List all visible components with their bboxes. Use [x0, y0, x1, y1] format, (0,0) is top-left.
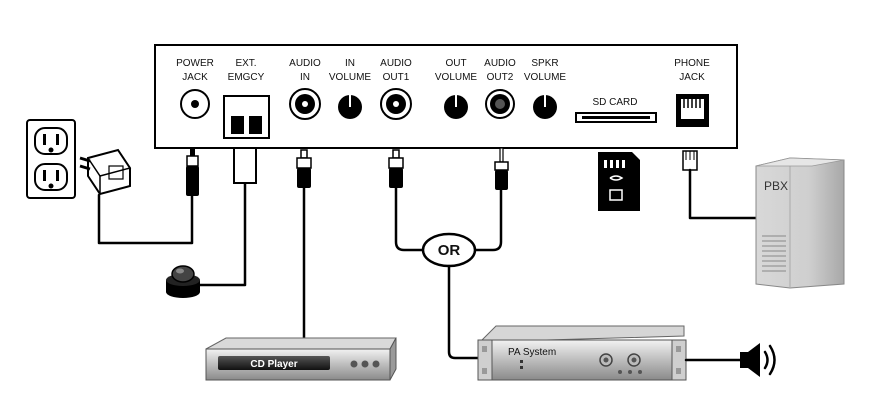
label-phone-jack: PHONE JACK — [674, 58, 710, 83]
emergency-button-cable — [198, 182, 247, 287]
svg-text:OUT: OUT — [445, 58, 466, 69]
svg-text:EXT.: EXT. — [235, 58, 256, 69]
svg-text:VOLUME: VOLUME — [524, 72, 567, 83]
label-audio-in: AUDIO IN — [289, 58, 321, 83]
svg-text:OUT2: OUT2 — [487, 72, 514, 83]
label-ext-emgcy: EXT. EMGCY — [228, 58, 265, 83]
svg-text:PA System: PA System — [508, 347, 556, 358]
svg-text:VOLUME: VOLUME — [329, 72, 372, 83]
dc-plug-icon — [186, 148, 199, 196]
svg-text:JACK: JACK — [182, 72, 208, 83]
rca-plug-audio-in-icon — [296, 149, 312, 188]
svg-text:PBX: PBX — [764, 179, 788, 193]
audio-in-jack — [289, 88, 321, 120]
label-power-jack: POWER JACK — [176, 58, 214, 83]
svg-text:SD CARD: SD CARD — [592, 97, 637, 108]
rca-plug-audio-out1-icon — [388, 149, 404, 188]
svg-text:CD Player: CD Player — [250, 359, 297, 370]
audio-out2-jack — [485, 89, 515, 119]
pa-system-icon: PA System — [477, 325, 687, 381]
ext-emgcy-terminal — [223, 95, 270, 139]
sd-card-slot — [575, 112, 657, 123]
svg-text:OUT1: OUT1 — [383, 72, 410, 83]
svg-text:PHONE: PHONE — [674, 58, 710, 69]
svg-text:OR: OR — [438, 242, 461, 259]
svg-text:POWER: POWER — [176, 58, 214, 69]
label-out-volume: OUT VOLUME — [435, 58, 478, 83]
svg-text:AUDIO: AUDIO — [380, 58, 412, 69]
power-adapter-icon — [79, 148, 132, 196]
phone-cable — [688, 168, 758, 220]
speaker-icon — [740, 343, 776, 377]
mini-plug-audio-out2-icon — [494, 147, 509, 190]
svg-text:AUDIO: AUDIO — [484, 58, 516, 69]
svg-text:IN: IN — [300, 72, 310, 83]
svg-text:IN: IN — [345, 58, 355, 69]
wall-outlet-icon — [26, 119, 76, 199]
sd-card-icon — [598, 152, 640, 211]
label-audio-out2: AUDIO OUT2 — [484, 58, 516, 83]
svg-text:SPKR: SPKR — [531, 58, 558, 69]
pa-input-cable — [447, 264, 492, 360]
label-spkr-volume: SPKR VOLUME — [524, 58, 567, 83]
svg-text:EMGCY: EMGCY — [228, 72, 265, 83]
out-volume-knob — [444, 95, 468, 119]
spkr-volume-knob — [533, 95, 557, 119]
audio-out1-jack — [380, 88, 412, 120]
cd-player-icon: CD Player — [205, 337, 397, 381]
rj11-plug-icon — [682, 150, 698, 171]
ext-emgcy-connector — [233, 147, 257, 184]
phone-jack-port — [676, 94, 709, 127]
audio-out1-cable — [394, 186, 425, 252]
power-cable — [97, 193, 194, 245]
label-in-volume: IN VOLUME — [329, 58, 372, 83]
svg-text:AUDIO: AUDIO — [289, 58, 321, 69]
svg-text:JACK: JACK — [679, 72, 705, 83]
label-audio-out1: AUDIO OUT1 — [380, 58, 412, 83]
power-jack-port — [180, 89, 210, 119]
label-sd-card: SD CARD — [592, 97, 637, 108]
audio-out2-cable — [472, 188, 503, 252]
in-volume-knob — [338, 95, 362, 119]
pbx-unit-icon: PBX — [755, 157, 845, 289]
svg-text:VOLUME: VOLUME — [435, 72, 478, 83]
or-junction: OR — [421, 232, 477, 268]
emergency-button-icon — [166, 265, 200, 298]
